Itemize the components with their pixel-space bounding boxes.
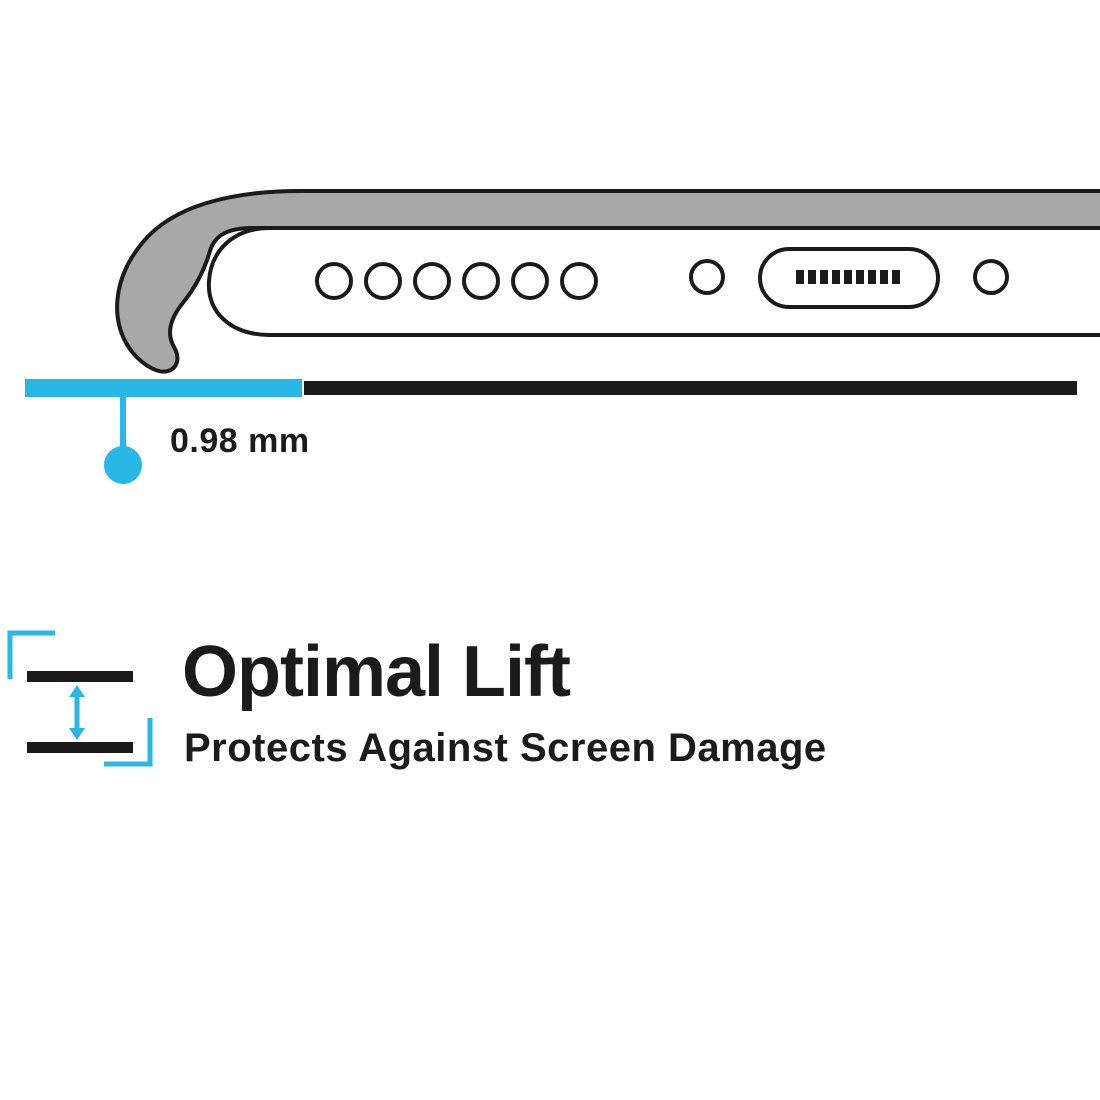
port-pin [880, 270, 888, 284]
charging-port-pins [796, 270, 900, 284]
port-pin [832, 270, 840, 284]
feature-title: Optimal Lift [182, 632, 571, 712]
speaker-hole [511, 262, 549, 300]
port-pin [844, 270, 852, 284]
measurement-dot [104, 446, 142, 484]
port-pin [820, 270, 828, 284]
speaker-hole [315, 262, 353, 300]
port-pin [808, 270, 816, 284]
port-pin [796, 270, 804, 284]
lift-bar-top [27, 671, 133, 682]
speaker-holes [315, 262, 598, 300]
surface-bar-dark [304, 381, 1077, 395]
port-pin [868, 270, 876, 284]
bracket-bottom-right-icon [104, 718, 153, 767]
speaker-hole [560, 262, 598, 300]
lift-measurement-value: 0.98 mm [170, 422, 310, 460]
feature-subtitle: Protects Against Screen Damage [184, 726, 827, 770]
mic-hole [689, 259, 725, 295]
speaker-hole [413, 262, 451, 300]
surface-bar-accent [25, 379, 302, 397]
lift-bar-bottom [27, 742, 133, 753]
speaker-hole [364, 262, 402, 300]
speaker-hole [462, 262, 500, 300]
measurement-leader-line [120, 397, 126, 449]
lift-gap-icon [7, 630, 153, 767]
port-pin [892, 270, 900, 284]
bracket-top-left-icon [7, 630, 55, 679]
accessory-hole [973, 259, 1009, 295]
port-pin [856, 270, 864, 284]
arrow-head-up [69, 685, 85, 697]
double-arrow-icon [69, 685, 85, 740]
arrow-head-down [69, 728, 85, 740]
